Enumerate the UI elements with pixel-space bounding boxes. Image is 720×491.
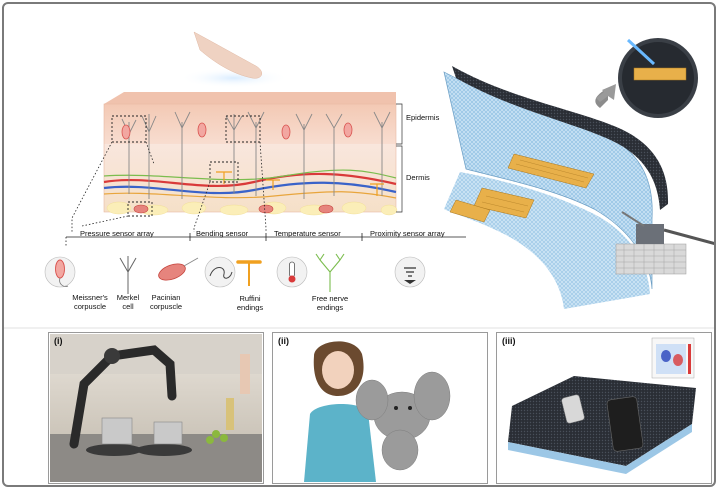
dermis-label: Dermis [406,173,430,182]
panel-i-label: (i) [54,336,63,346]
pressure-sensor-label: Pressure sensor array [80,229,154,238]
girl-toy-render [274,334,486,482]
free-nerve-icon [315,253,345,292]
meissner-icon [44,256,76,288]
epidermis-label: Epidermis [406,113,440,122]
merkel-icon [119,256,137,294]
skin-cross-section [71,92,403,232]
merkel-label: Merkel cell [116,293,140,311]
panel-iii [496,332,712,484]
ruffini-icon [236,260,262,286]
panel-ii [272,332,488,484]
free-nerve-label: Free nerve endings [311,294,349,312]
figure-canvas [4,31,714,482]
panel-ii-label: (ii) [278,336,289,346]
pacinian-label: Pacinian corpuscle [149,293,183,311]
temperature-sensor-label: Temperature sensor [274,229,341,238]
panel-i [48,332,264,484]
bending-icon [204,256,236,288]
sensor-pad-render [498,334,710,482]
arrow-icon [596,84,616,102]
panel-iii-label: (iii) [502,336,516,346]
sensor-category-line [65,233,466,247]
pacinian-icon [158,257,199,281]
probe-inset [595,38,698,118]
bending-sensor-label: Bending sensor [196,229,249,238]
electronic-skin-fabric [443,66,669,309]
ruffini-label: Ruffini endings [236,294,264,312]
proximity-sensor-label: Proximity sensor array [370,229,445,238]
kitchen-robot-photo [50,334,262,482]
robot-stage [615,211,714,275]
figure-frame: Epidermis Dermis Pressure sensor array B… [2,2,716,487]
finger-icon [179,31,289,88]
meissner-label: Meissner's corpuscle [72,293,108,311]
thermometer-icon [276,256,308,288]
proximity-icon [394,256,426,288]
